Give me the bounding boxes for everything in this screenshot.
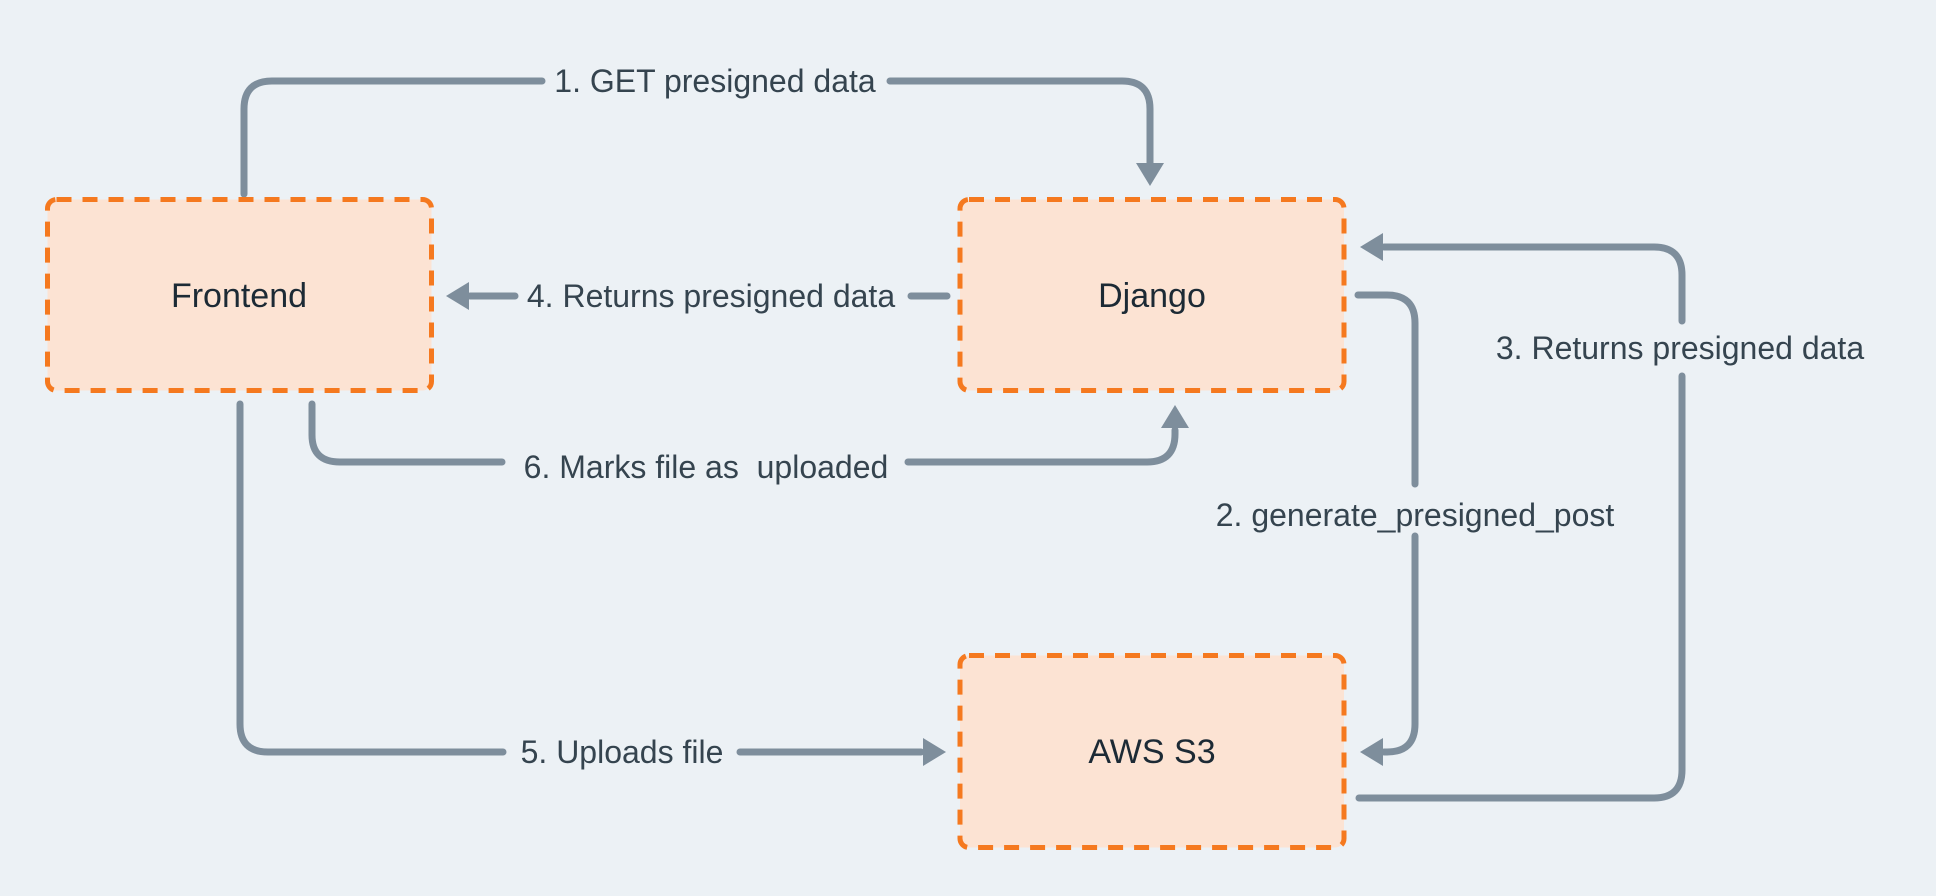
edge-3-label: 3. Returns presigned data	[1496, 330, 1864, 366]
frontend-box	[45, 197, 434, 393]
edge-2-label: 2. generate_presigned_post	[1216, 497, 1615, 533]
edge-get-presigned-data: 1. GET presigned data	[240, 63, 1164, 198]
django-label: Django	[1098, 277, 1206, 315]
edge-1-label: 1. GET presigned data	[554, 63, 876, 99]
edge-5-label: 5. Uploads file	[521, 734, 724, 770]
node-frontend: Frontend	[45, 197, 434, 393]
edge-6-arrowhead-up-icon	[1161, 405, 1189, 428]
edge-2-arrowhead-left-icon	[1360, 738, 1383, 766]
edge-4-arrowhead-left-icon	[446, 282, 469, 310]
frontend-label: Frontend	[171, 277, 307, 315]
edge-returns-presigned-data-to-django: 3. Returns presigned data	[1355, 233, 1864, 802]
aws-s3-label: AWS S3	[1088, 733, 1215, 771]
edge-6-segment-right	[904, 426, 1179, 466]
edge-2-segment-bottom	[1380, 532, 1419, 756]
edge-5-segment-left	[236, 400, 507, 756]
edge-uploads-file: 5. Uploads file	[236, 400, 946, 770]
node-aws-s3: AWS S3	[957, 653, 1347, 850]
edge-3-segment-top	[1380, 243, 1686, 325]
edge-1-segment-right	[886, 77, 1154, 168]
edge-5-arrowhead-right-icon	[923, 738, 946, 766]
edge-1-segment-left	[240, 77, 546, 198]
django-box	[957, 197, 1347, 393]
aws-s3-box	[957, 653, 1347, 850]
edge-generate-presigned-post: 2. generate_presigned_post	[1216, 291, 1615, 766]
edge-1-arrowhead-down-icon	[1136, 163, 1164, 186]
edge-6-segment-left	[308, 400, 506, 466]
edge-3-segment-bottom	[1355, 372, 1686, 802]
edge-4-label: 4. Returns presigned data	[527, 278, 895, 314]
edge-marks-file-uploaded: 6. Marks file as uploaded	[308, 400, 1189, 485]
node-django: Django	[957, 197, 1347, 393]
edge-returns-presigned-data-to-frontend: 4. Returns presigned data	[446, 278, 951, 314]
edge-3-arrowhead-left-icon	[1360, 233, 1383, 261]
edge-2-segment-top	[1354, 291, 1419, 488]
edge-6-label: 6. Marks file as uploaded	[524, 449, 889, 485]
